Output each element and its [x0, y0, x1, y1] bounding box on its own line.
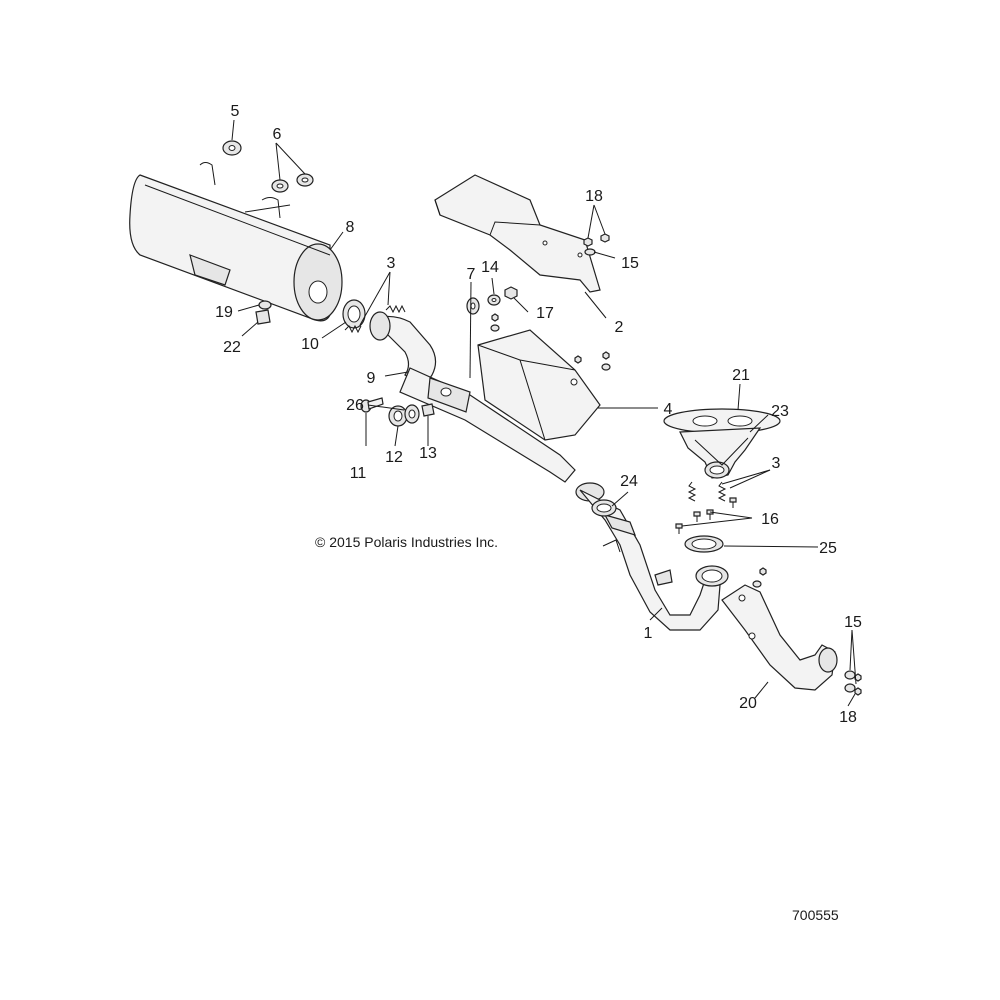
copyright-notice: © 2015 Polaris Industries Inc. — [315, 534, 498, 550]
washer-14 — [487, 294, 501, 306]
gasket-10 — [342, 299, 366, 329]
callout-14: 14 — [481, 259, 499, 276]
callout-3-muffler: 3 — [387, 255, 396, 272]
callout-4: 4 — [664, 401, 673, 418]
callout-3-manifold: 3 — [772, 455, 781, 472]
grommet-6-right — [296, 173, 314, 187]
washer-7 — [466, 297, 480, 315]
callout-15-bottom: 15 — [844, 614, 862, 631]
drawing-number: 700555 — [792, 907, 839, 923]
manifold-23 — [679, 427, 762, 479]
leader-lines — [231, 119, 857, 707]
spacer-13 — [421, 403, 435, 417]
callout-1: 1 — [644, 625, 653, 642]
mid-pipe-9 — [369, 311, 576, 483]
callout-25: 25 — [819, 540, 837, 557]
washer-15-top — [584, 248, 596, 256]
callout-11: 11 — [350, 465, 367, 482]
bolts-16 — [675, 497, 737, 534]
muffler — [129, 162, 343, 322]
callout-20: 20 — [739, 695, 757, 712]
callout-7: 7 — [467, 266, 476, 283]
gasket-24 — [591, 499, 617, 517]
clamp-head-pipe — [602, 539, 621, 553]
callout-13: 13 — [419, 445, 437, 462]
callout-8: 8 — [346, 219, 355, 236]
clip-19 — [258, 300, 272, 310]
spring-3-muffler — [344, 304, 406, 334]
head-pipe-1 — [575, 482, 729, 631]
heat-shield-2 — [434, 174, 601, 293]
callouts: 5 6 8 3 19 22 10 9 26 11 12 13 7 14 17 1… — [215, 103, 862, 726]
heat-shield-4 — [477, 329, 601, 441]
heat-shield-20 — [721, 584, 838, 691]
callout-24: 24 — [620, 473, 638, 490]
callout-26: 26 — [346, 397, 364, 414]
callout-19: 19 — [215, 304, 233, 321]
nut-18-top — [583, 233, 610, 247]
callout-2: 2 — [615, 319, 624, 336]
callout-16: 16 — [761, 511, 779, 528]
callout-5: 5 — [231, 103, 240, 120]
nut-small-center — [490, 313, 611, 371]
callout-12: 12 — [385, 449, 403, 466]
bolt-11 — [360, 397, 384, 413]
callout-9: 9 — [367, 370, 376, 387]
callout-22: 22 — [223, 339, 241, 356]
grommet-6-left — [271, 179, 289, 193]
grommet-5 — [222, 140, 242, 156]
callout-10: 10 — [301, 336, 319, 353]
spring-3-manifold — [687, 481, 727, 502]
callout-17: 17 — [536, 305, 554, 322]
nut-17 — [504, 286, 518, 300]
callout-15-top: 15 — [621, 255, 639, 272]
callout-23: 23 — [771, 403, 789, 420]
fastener-22 — [255, 309, 271, 325]
callout-6: 6 — [273, 126, 282, 143]
gasket-25 — [684, 535, 724, 553]
callout-21: 21 — [732, 367, 750, 384]
callout-18-bottom: 18 — [839, 709, 857, 726]
callout-18-top: 18 — [585, 188, 603, 205]
grommet-26 — [404, 404, 420, 424]
nut-washer-20 — [752, 567, 862, 696]
